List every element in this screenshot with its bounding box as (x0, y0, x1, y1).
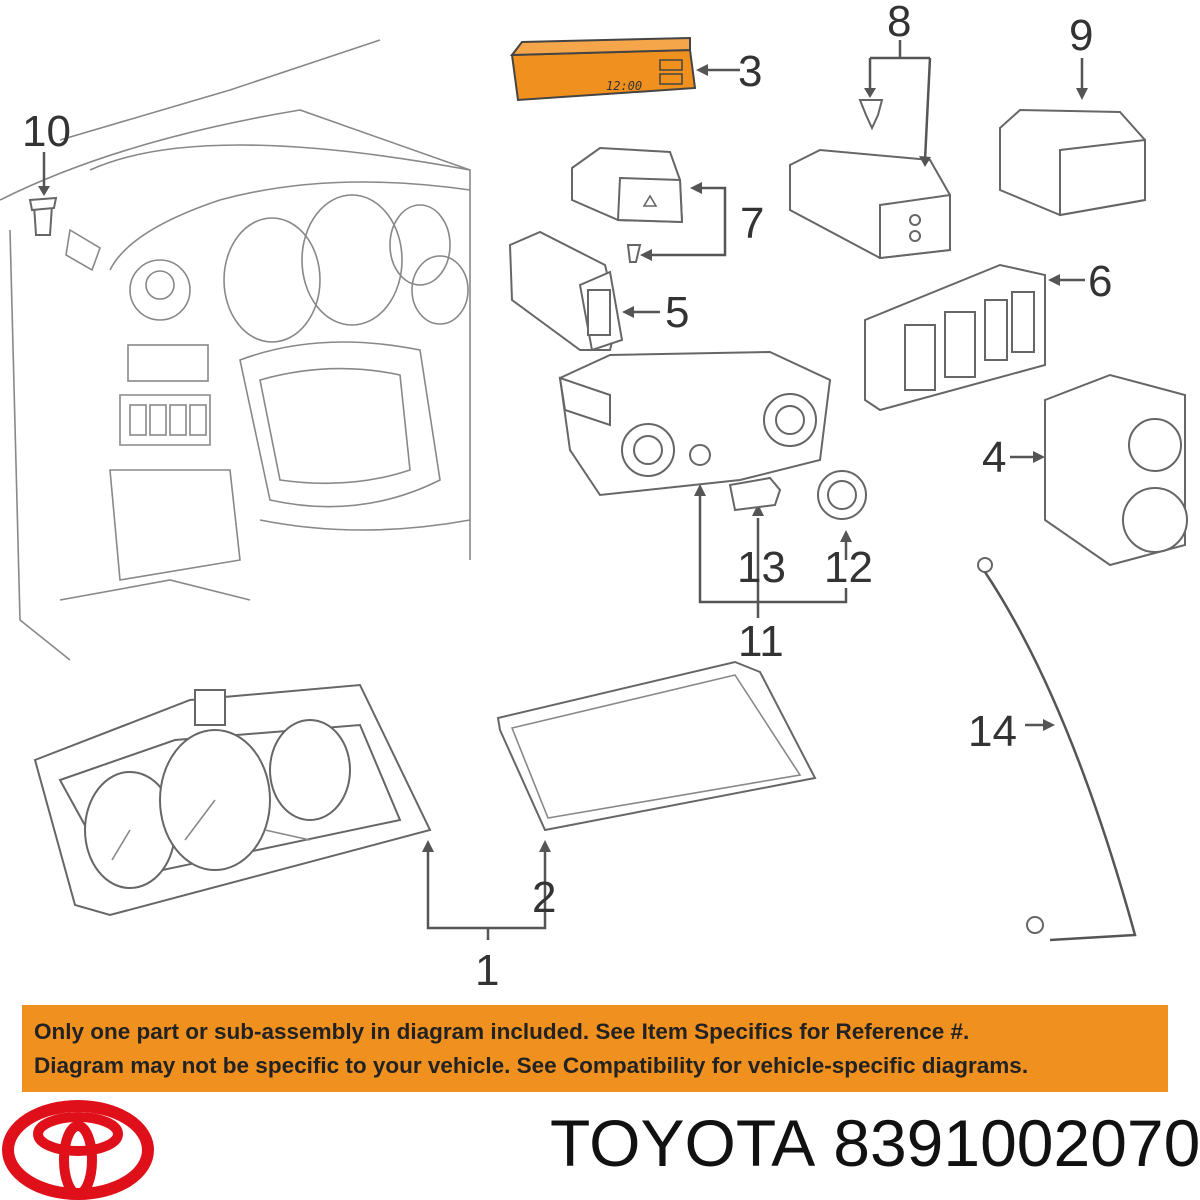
callout-1: 1 (475, 946, 499, 995)
callout-10: 10 (22, 107, 71, 156)
part-8-switch[interactable] (789, 99, 951, 260)
part-11-climate-control[interactable] (558, 350, 832, 497)
parts-diagram: 12:00 (0, 0, 1188, 995)
callout-labels: 1 2 3 4 5 6 7 8 9 10 11 12 13 14 (22, 0, 1112, 995)
part-6-bezel[interactable] (864, 263, 1046, 412)
disclaimer-line-1: Only one part or sub-assembly in diagram… (34, 1019, 970, 1044)
part-number: 8391002070 (833, 1106, 1200, 1180)
callout-12: 12 (824, 543, 873, 592)
callout-14: 14 (968, 707, 1017, 756)
part-13-button[interactable] (728, 476, 782, 512)
callout-5: 5 (665, 288, 689, 337)
part-4-module[interactable] (1044, 373, 1188, 567)
part-14-cable[interactable] (977, 557, 1137, 942)
part-3-clock[interactable]: 12:00 (509, 36, 697, 102)
clock-display-text: 12:00 (606, 79, 642, 93)
part-2-cluster-lens[interactable] (496, 660, 817, 832)
part-9-switch[interactable] (999, 108, 1146, 217)
dashboard-background (0, 39, 471, 661)
callout-6: 6 (1088, 257, 1112, 306)
callout-8: 8 (887, 0, 911, 46)
callout-4: 4 (982, 433, 1006, 482)
callout-11: 11 (738, 617, 784, 666)
part-12-knob[interactable] (817, 470, 867, 520)
part-7-switch[interactable] (571, 146, 684, 224)
disclaimer-line-2: Diagram may not be specific to your vehi… (34, 1053, 1029, 1078)
callout-13: 13 (737, 543, 786, 592)
brand-name: TOYOTA (550, 1106, 816, 1180)
callout-7: 7 (740, 199, 764, 248)
callout-3: 3 (738, 47, 762, 96)
disclaimer-banner: Only one part or sub-assembly in diagram… (22, 1005, 1168, 1092)
callout-9: 9 (1069, 11, 1093, 60)
part-1-instrument-cluster[interactable] (33, 683, 432, 917)
part-10-clip[interactable] (28, 196, 58, 236)
toyota-logo-icon (2, 1100, 154, 1200)
callout-2: 2 (532, 873, 556, 922)
part-5-gauge[interactable] (508, 230, 624, 352)
